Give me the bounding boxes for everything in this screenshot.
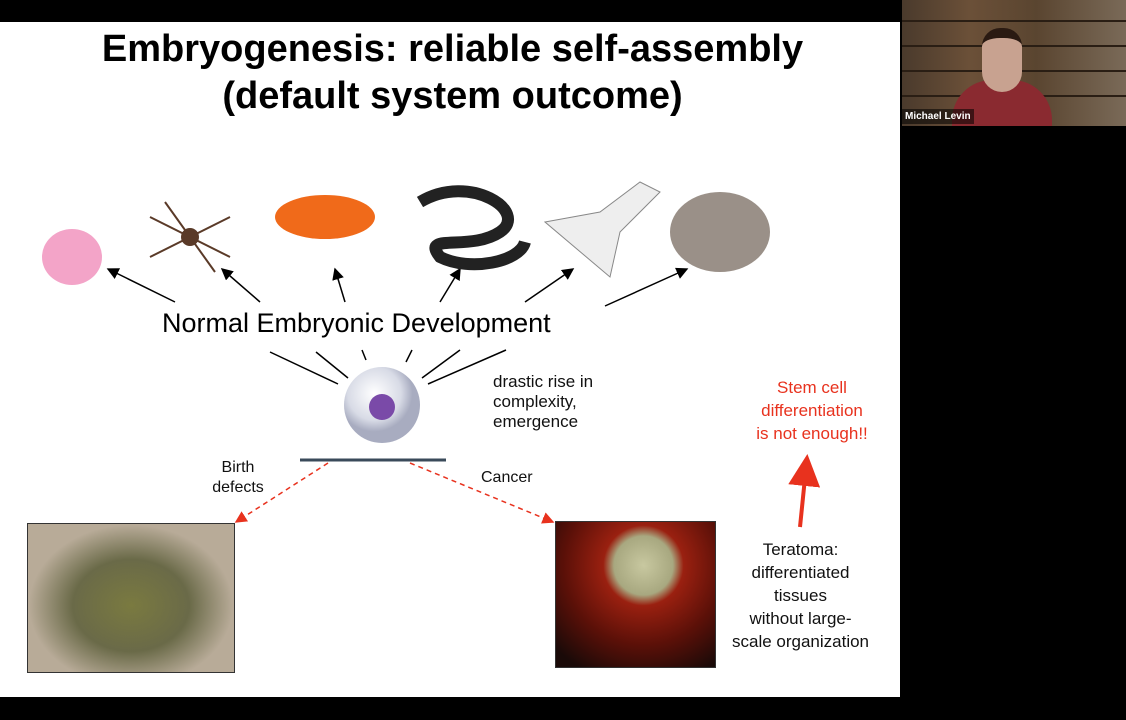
normal-development-label: Normal Embryonic Development (162, 308, 551, 338)
elephant-image (670, 192, 770, 272)
teratoma-image (555, 521, 716, 668)
participant-face (982, 28, 1022, 92)
snake-image (416, 185, 531, 271)
spider-image (149, 201, 231, 273)
goldfish-image (275, 195, 375, 239)
slide-title: Embryogenesis: reliable self-assembly(de… (101, 28, 804, 117)
cancer-label: Cancer (481, 469, 533, 486)
diagram-arrows (42, 181, 821, 528)
jellyfish-image (42, 229, 102, 285)
presentation-slide: Embryogenesis: reliable self-assembly(de… (0, 22, 900, 697)
participant-video[interactable]: Michael Levin (902, 0, 1126, 126)
birth-defect-frog-image (27, 523, 235, 673)
participant-name: Michael Levin (902, 109, 974, 124)
pelican-image (543, 181, 661, 278)
